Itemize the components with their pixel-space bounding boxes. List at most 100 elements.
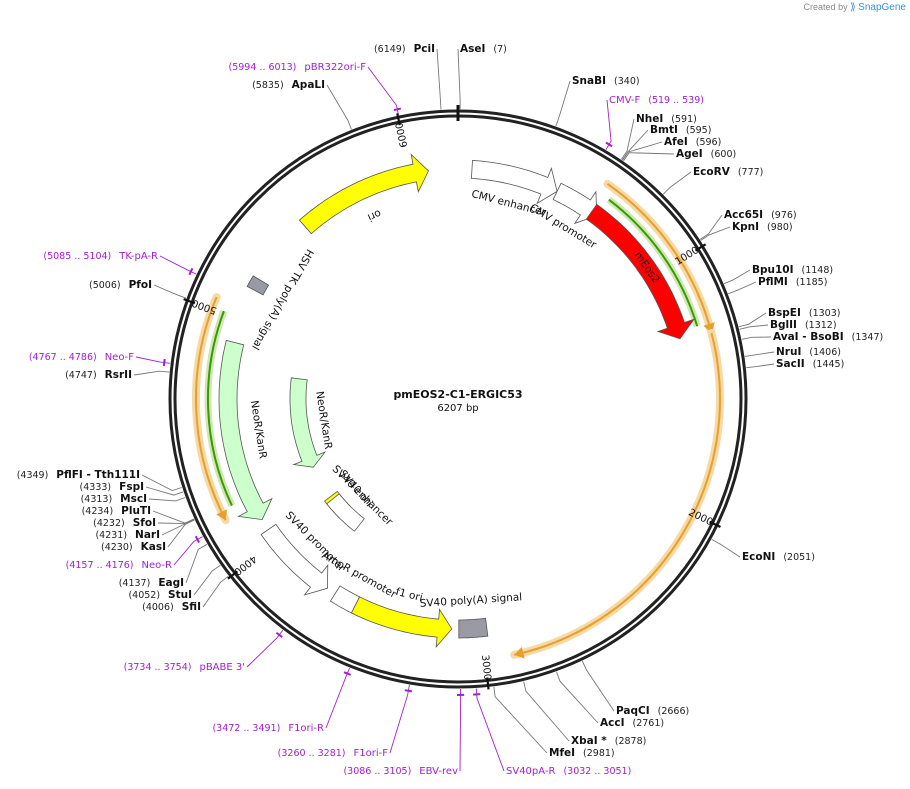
- site-mfei[interactable]: MfeI(2981): [493, 686, 615, 759]
- svg-text:PaqCI(2666): PaqCI(2666): [616, 705, 689, 717]
- label-position: (3086 .. 3105): [343, 766, 411, 777]
- feature-cmv-promoter-arrow: [552, 182, 598, 225]
- label-name: KpnI: [732, 221, 759, 233]
- feature-ori-arrow: [298, 153, 429, 235]
- site-pflfi-tth111i[interactable]: (4349)PflFI - Tth111I: [17, 469, 182, 491]
- svg-text:SV40pA-R(3032 .. 3051): SV40pA-R(3032 .. 3051): [506, 766, 631, 777]
- site-sacii[interactable]: SacII(1445): [746, 358, 844, 370]
- feature-f1-ori[interactable]: f1 ori: [350, 586, 453, 649]
- svg-text:(4349)PflFI - Tth111I: (4349)PflFI - Tth111I: [17, 469, 140, 481]
- site-sfoi[interactable]: (4232)SfoI: [93, 517, 195, 529]
- primer-neo-r[interactable]: (4157 .. 4176)Neo-R: [66, 535, 203, 571]
- label-name: AseI: [460, 43, 485, 55]
- site-fspi[interactable]: (4333)FspI: [80, 481, 184, 496]
- site-rsrii[interactable]: (4747)RsrII: [65, 369, 170, 381]
- primer-tk-pa-r[interactable]: (5085 .. 5104)TK-pA-R: [43, 251, 197, 276]
- orf-layer: [191, 179, 724, 659]
- feature-ampr-promoter-arrow: [329, 585, 361, 614]
- feature-ori[interactable]: ori: [298, 153, 429, 235]
- primer-pbabe-3[interactable]: (3734 .. 3754)pBABE 3': [124, 629, 284, 673]
- site-acc65i-leader: [699, 214, 723, 240]
- feature-hsv-tk-poly-a-signal[interactable]: HSV TK poly(A) signal: [246, 247, 316, 352]
- label-name: SfoI: [133, 517, 156, 529]
- label-name: pBABE 3': [199, 662, 245, 673]
- snapgene-credit: Created by ⟫ SnapGene: [804, 2, 906, 13]
- label-position: (4313): [81, 494, 113, 505]
- site-bspei[interactable]: BspEI(1303): [738, 307, 841, 328]
- label-name: PflMI: [758, 276, 788, 288]
- site-msci[interactable]: (4313) MscI: [81, 493, 186, 505]
- site-ecorv[interactable]: EcoRV(777): [662, 166, 764, 195]
- site-snabi[interactable]: SnaBI(340): [555, 75, 640, 127]
- site-afei-leader: [622, 141, 663, 161]
- site-avai-bsobi[interactable]: AvaI - BsoBI(1347): [741, 331, 883, 343]
- site-nrui-leader: [744, 351, 775, 357]
- label-position: (2761): [632, 718, 664, 729]
- svg-text:(6149)PciI: (6149)PciI: [374, 43, 435, 55]
- label-position: (4052): [128, 590, 160, 601]
- primer-pbr322ori-f-leader: [367, 66, 399, 116]
- site-eagi[interactable]: (4137)EagI: [119, 543, 208, 589]
- primer-f1ori-f[interactable]: (3260 .. 3281)F1ori-F: [278, 684, 413, 759]
- label-position: (3032 .. 3051): [563, 766, 631, 777]
- label-name: FspI: [119, 481, 144, 493]
- primer-sv40pa-r[interactable]: SV40pA-R(3032 .. 3051): [473, 688, 631, 777]
- primer-neo-f[interactable]: (4767 .. 4786)Neo-F: [29, 352, 171, 367]
- site-paqci[interactable]: PaqCI(2666): [581, 660, 689, 717]
- primer-pbr322ori-f[interactable]: (5994 .. 6013)pBR322ori-F: [229, 62, 402, 116]
- site-pluti-leader: [152, 510, 195, 524]
- primer-cmv-f[interactable]: CMV-F(519 .. 539): [605, 95, 704, 150]
- site-asei[interactable]: AseI(7): [457, 43, 507, 109]
- svg-text:NheI(591): NheI(591): [636, 113, 697, 125]
- primer-ebv-rev[interactable]: (3086 .. 3105)EBV-rev: [343, 688, 465, 777]
- primer-f1ori-r[interactable]: (3472 .. 3491)F1ori-R: [212, 667, 352, 734]
- label-position: (596): [696, 137, 722, 148]
- site-acc65i[interactable]: Acc65I(976): [699, 209, 797, 240]
- svg-text:(4333)FspI: (4333)FspI: [80, 481, 144, 493]
- site-pcii[interactable]: (6149)PciI: [374, 43, 442, 110]
- svg-text:(5085 .. 5104)TK-pA-R: (5085 .. 5104)TK-pA-R: [43, 251, 158, 262]
- site-pflmi[interactable]: PflMI (1185): [728, 276, 828, 295]
- label-name: ApaLI: [292, 79, 325, 91]
- site-pfoi[interactable]: (5006)PfoI: [89, 279, 187, 299]
- svg-text:AseI(7): AseI(7): [460, 43, 507, 55]
- site-pluti[interactable]: (4234)PluTI: [82, 505, 195, 524]
- site-ecorv-leader: [662, 171, 692, 195]
- tick-label-3000: 3000: [479, 654, 493, 680]
- site-kpni[interactable]: KpnI(980): [700, 221, 793, 241]
- svg-text:(4137)EagI: (4137)EagI: [119, 577, 184, 589]
- site-xbai[interactable]: XbaI *(2878): [523, 681, 647, 748]
- tick-mark-4000: [227, 570, 239, 580]
- feature-neor-kanr-inner[interactable]: NeoR/KanR: [289, 377, 334, 468]
- label-name: MscI: [120, 493, 147, 505]
- primer-sv40pa-r-leader: [475, 688, 505, 772]
- feature-label-neor-kanr-outer: NeoR/KanR: [248, 400, 269, 460]
- svg-text:(4313)MscI: (4313) MscI: [81, 493, 147, 505]
- primer-neo-r-marker: [194, 535, 201, 544]
- site-bpu10i[interactable]: Bpu10I(1148): [723, 264, 833, 285]
- site-bglii[interactable]: BglII(1312): [739, 319, 837, 331]
- label-position: (1185): [796, 277, 828, 288]
- site-agei[interactable]: AgeI(600): [623, 148, 737, 162]
- svg-text:(5006)PfoI: (5006)PfoI: [89, 279, 152, 291]
- site-stui[interactable]: (4052)StuI: [128, 564, 221, 601]
- tick-mark-5000: [183, 298, 196, 305]
- site-sfii-leader: [202, 575, 229, 608]
- feature-sv40-enhancer[interactable]: SV40 enhancer: [326, 463, 396, 532]
- site-apali-leader: [326, 84, 352, 130]
- site-nrui[interactable]: NruI(1406): [744, 346, 841, 358]
- site-econi-leader: [711, 539, 741, 558]
- site-apali[interactable]: (5835)ApaLI: [252, 79, 352, 130]
- site-pflmi-leader: [728, 281, 757, 295]
- site-nhei[interactable]: NheI(591): [620, 113, 697, 160]
- site-sfii[interactable]: (4006)SfiI: [142, 575, 229, 613]
- label-position: (777): [738, 167, 764, 178]
- site-econi[interactable]: EcoNI(2051): [711, 539, 815, 563]
- label-name: PciI: [414, 43, 435, 55]
- site-acci[interactable]: AccI(2761): [556, 671, 665, 729]
- feature-sv40-promoter[interactable]: SV40 promoter: [260, 509, 348, 596]
- site-msci-leader: [148, 497, 186, 502]
- site-sacii-leader: [746, 363, 775, 369]
- primer-f1ori-r-marker: [343, 671, 352, 676]
- site-afei[interactable]: AfeI(596): [622, 136, 722, 161]
